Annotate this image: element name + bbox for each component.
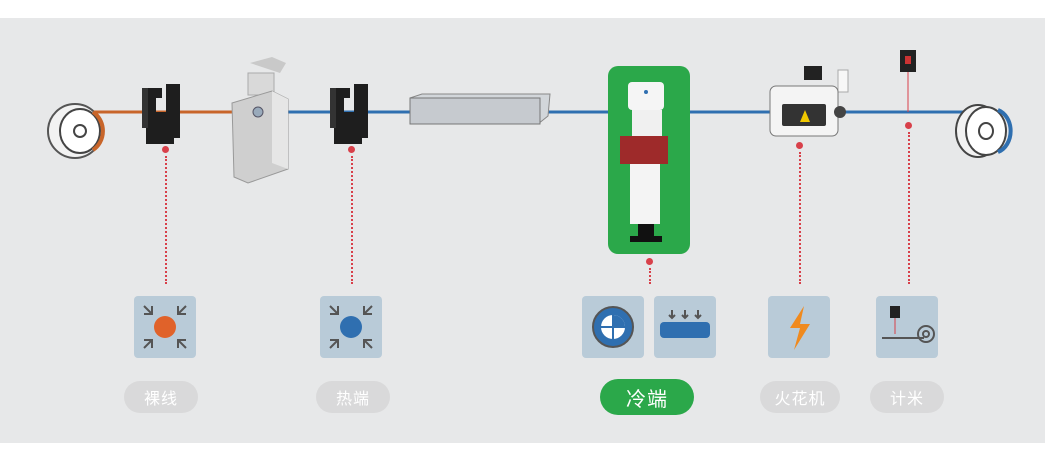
label-bare-wire: 裸线	[124, 381, 198, 413]
line-illustration	[47, 50, 1013, 254]
payoff-spool-icon	[47, 103, 105, 159]
spark-tester-icon	[769, 66, 849, 137]
compress-blue-icon	[320, 296, 382, 358]
label-hot-end: 热端	[316, 381, 390, 413]
probe-dot	[162, 146, 169, 153]
probe-line	[165, 156, 167, 284]
cooling-trough-icon	[409, 93, 551, 125]
probe-line	[799, 152, 801, 284]
cross-section-icon	[582, 296, 644, 358]
probe-line	[351, 156, 353, 284]
takeup-spool-icon	[955, 104, 1013, 158]
meter-counter-icon	[900, 50, 916, 112]
compress-orange-icon	[134, 296, 196, 358]
probe-line	[908, 132, 910, 284]
label-meter-counter: 计米	[870, 381, 944, 413]
diameter-gauge-icon	[142, 84, 180, 144]
probe-dot	[796, 142, 803, 149]
label-spark-tester: 火花机	[760, 381, 840, 413]
hot-diameter-gauge-icon	[330, 84, 368, 144]
probe-dot	[348, 146, 355, 153]
meter-roll-icon	[876, 296, 938, 358]
cooling-wire-icon	[654, 296, 716, 358]
probe-dot	[646, 258, 653, 265]
probe-line	[649, 268, 651, 284]
cold-end-gauge-icon	[620, 82, 668, 242]
label-cold-end: 冷端	[600, 379, 694, 415]
probe-dot	[905, 122, 912, 129]
extruder-icon	[231, 57, 289, 184]
lightning-icon	[768, 296, 830, 358]
production-line-diagram: 裸线 热端 冷端 火花机 计米	[0, 18, 1045, 443]
